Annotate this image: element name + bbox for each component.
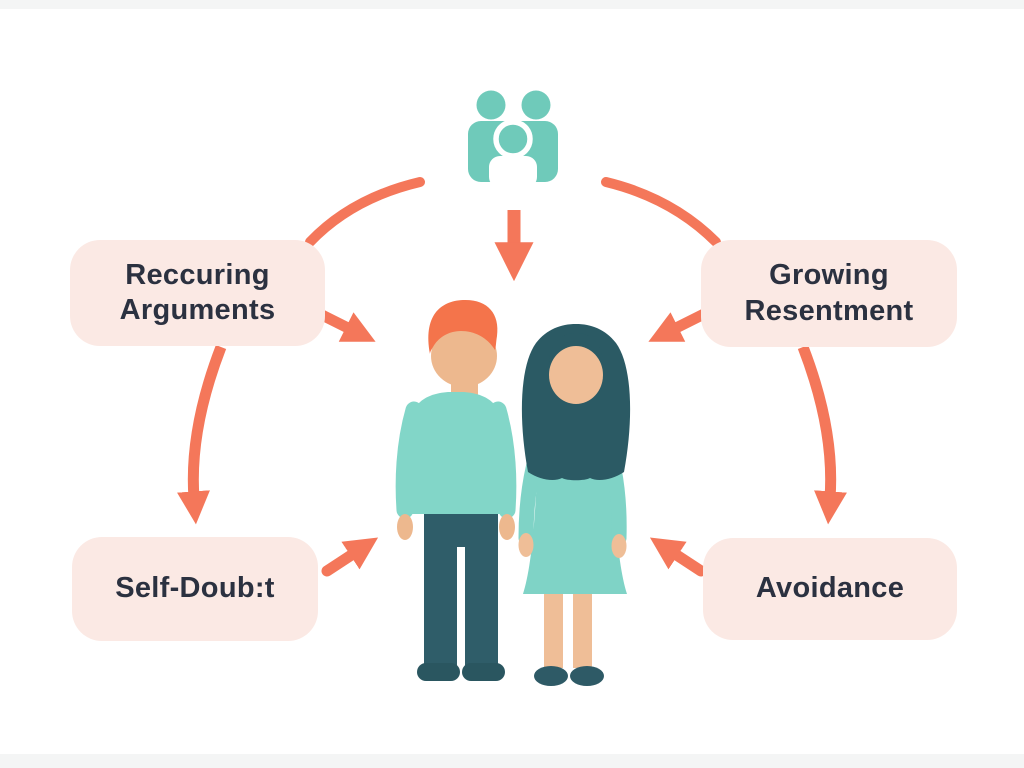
node-growing-resentment-label: Growing Resentment xyxy=(744,259,914,327)
arrow-arguments-to-selfdoubt xyxy=(177,345,227,525)
woman-face xyxy=(549,346,603,404)
man-face xyxy=(431,325,497,387)
node-recurring-arguments-label: Reccuring Arguments xyxy=(119,258,276,326)
man-right-hand xyxy=(499,514,515,540)
man-left-shoe xyxy=(417,663,460,681)
arrow-icon-to-arguments xyxy=(305,177,425,247)
family-icon-left-head xyxy=(476,90,506,120)
page-edge-band-top xyxy=(0,0,1024,9)
node-avoidance-label: Avoidance xyxy=(755,572,905,605)
woman-left-leg xyxy=(544,588,563,668)
man-right-shoe xyxy=(462,663,505,681)
family-icon-child-head xyxy=(493,119,533,159)
family-icon-notch xyxy=(489,156,537,185)
man-right-arm xyxy=(489,401,517,519)
arrow-selfdoubt-to-couple xyxy=(321,537,379,577)
woman-bangs xyxy=(549,333,603,363)
arrow-icon-to-resentment xyxy=(601,177,721,247)
node-self-doubt: Self-Doub:t xyxy=(72,537,318,641)
arrow-avoidance-to-couple xyxy=(649,537,707,577)
man-left-arm xyxy=(395,401,423,519)
page-edge-band-bottom xyxy=(0,754,1024,768)
node-avoidance: Avoidance xyxy=(703,538,957,640)
woman-left-shoe xyxy=(534,666,568,686)
couple-illustration xyxy=(395,299,631,686)
man-figure xyxy=(395,299,517,681)
woman-left-hand xyxy=(518,533,534,557)
woman-right-shoe xyxy=(570,666,604,686)
arrow-resentment-to-avoidance xyxy=(797,345,847,525)
node-recurring-arguments: Reccuring Arguments xyxy=(70,240,325,346)
family-group-icon xyxy=(468,90,558,185)
node-self-doubt-label: Self-Doub:t xyxy=(115,572,275,605)
family-icon-right-head xyxy=(521,90,551,120)
man-sweater xyxy=(408,392,504,514)
woman-figure xyxy=(518,324,631,686)
woman-right-hand xyxy=(611,534,627,558)
man-left-hand xyxy=(397,514,413,540)
woman-right-leg xyxy=(573,588,592,668)
man-hair xyxy=(428,299,498,354)
node-growing-resentment: Growing Resentment xyxy=(701,240,957,347)
